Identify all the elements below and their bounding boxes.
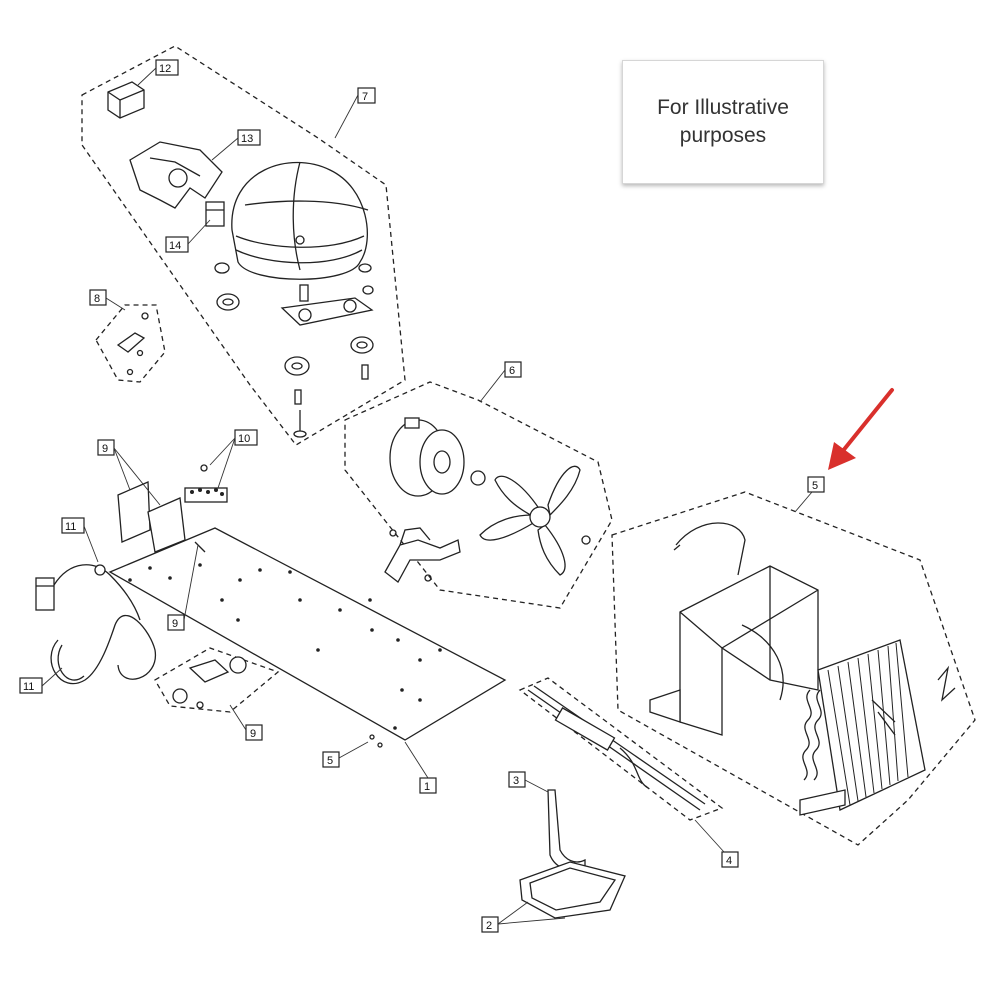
callout-label: 9 — [102, 443, 108, 455]
callout-label: 7 — [362, 91, 368, 103]
fan-bracket-part[interactable] — [384, 527, 591, 583]
callout-box — [721, 851, 739, 868]
callout-box — [807, 476, 825, 493]
callout-label: 6 — [509, 365, 515, 377]
note-line-1: For Illustrative — [657, 96, 789, 119]
overload-bracket-part[interactable] — [129, 141, 223, 209]
callout-label: 3 — [513, 775, 519, 787]
callout-label: 8 — [94, 293, 100, 305]
callout-label: 5 — [812, 480, 818, 492]
callout-label: 1 — [424, 781, 430, 793]
callout-box — [89, 289, 107, 306]
callout-box — [481, 916, 499, 933]
fan-motor-assembly[interactable]: 6 — [344, 361, 613, 609]
illustrative-note: For Illustrative purposes — [622, 60, 824, 184]
callout-box — [155, 59, 179, 76]
start-relay-part[interactable] — [205, 201, 225, 227]
note-line-2: purposes — [679, 124, 767, 147]
compressor-assembly[interactable]: 7 12 13 14 — [81, 45, 406, 446]
control-bracket-assembly[interactable]: 9 10 9 — [97, 429, 258, 631]
callout-box — [234, 429, 258, 446]
condenser-coil-part[interactable] — [799, 639, 926, 816]
compressor-dome-part[interactable] — [231, 161, 374, 326]
callout-box — [504, 361, 522, 378]
callout-label: 11 — [65, 521, 76, 533]
callout-box — [237, 129, 261, 146]
condenser-frame-part[interactable] — [649, 565, 819, 736]
callout-box — [508, 771, 526, 788]
clip-assembly[interactable]: 8 — [89, 289, 166, 383]
power-cord-part[interactable]: 11 11 — [19, 517, 156, 694]
screw-parts[interactable]: 5 — [322, 734, 383, 768]
callout-label: 9 — [250, 728, 256, 740]
callout-label: 13 — [241, 133, 253, 145]
callout-box — [97, 439, 115, 456]
grommet-parts[interactable] — [214, 262, 374, 438]
callout-label: 9 — [172, 618, 178, 630]
fan-blade-part[interactable] — [470, 465, 581, 576]
condenser-tube — [675, 522, 746, 576]
callout-label: 12 — [159, 63, 171, 75]
compressor-group-outline — [81, 45, 406, 446]
callout-label: 14 — [169, 240, 181, 252]
thermostat-bracket-assembly[interactable]: 9 — [154, 647, 280, 741]
callout-label: 10 — [238, 433, 250, 445]
callout-box — [165, 236, 189, 253]
callout-label: 4 — [726, 855, 732, 867]
callout-box — [245, 724, 263, 741]
fan-motor-part[interactable] — [389, 417, 465, 497]
callout-label: 11 — [23, 681, 34, 693]
base-plate-part[interactable]: 1 — [108, 527, 507, 794]
callout-label: 2 — [486, 920, 492, 932]
condenser-assembly[interactable]: 5 — [611, 476, 976, 846]
drain-pan-assembly[interactable]: 3 2 — [481, 771, 626, 933]
callout-box — [322, 751, 340, 768]
callout-box — [167, 614, 185, 631]
drier-tube-assembly[interactable]: 4 — [518, 677, 739, 868]
red-arrow-icon — [828, 388, 894, 470]
callout-box — [61, 517, 85, 534]
callout-label: 5 — [327, 755, 333, 767]
relay-cover-part[interactable] — [107, 81, 145, 119]
